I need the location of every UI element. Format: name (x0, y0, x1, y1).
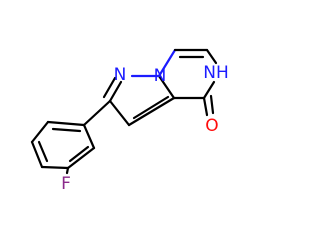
bond-n1-c2-double (102, 76, 117, 99)
bond-ph6-ph1 (82, 123, 96, 150)
bond-c2-phenyl (82, 99, 112, 127)
structure-diagram: N N NH O F (30, 48, 229, 194)
bond-ph3-ph4-double (37, 140, 49, 163)
bond-ph4-ph5 (40, 165, 70, 170)
bond-c3-c3a-double (132, 95, 170, 120)
atom-n1-label: N (114, 65, 127, 85)
bond-c3a-nbridge (157, 74, 176, 100)
bond-c8-nh (205, 48, 218, 65)
bond-ph3-ph4 (30, 140, 44, 169)
molecule-canvas: N N NH O F (30, 48, 229, 194)
bond-c3-c3a (127, 96, 176, 127)
bond-n1-c2 (108, 80, 123, 103)
bond-ph2-ph3 (30, 120, 50, 144)
bond-c4-o-double (209, 94, 215, 115)
atom-nh-label: NH (203, 63, 229, 83)
atom-o-label: O (205, 116, 218, 136)
atom-f-label: F (61, 174, 71, 194)
bond-c4-o (202, 96, 209, 117)
bond-nh-c4 (202, 80, 216, 100)
bond-c2-c3 (108, 99, 131, 127)
bond-ph1-ph2-double (51, 127, 82, 133)
bond-ph1-ph2 (46, 120, 86, 127)
atom-nbridge-label: N (154, 66, 167, 86)
bond-nbridge-c7 (157, 48, 177, 78)
bond-ph5-ph6 (66, 146, 96, 170)
bond-ph5-f (65, 166, 70, 175)
bond-ph5-ph6-double (68, 145, 90, 163)
bonds (30, 48, 218, 175)
atom-labels: N N NH O F (61, 63, 229, 194)
